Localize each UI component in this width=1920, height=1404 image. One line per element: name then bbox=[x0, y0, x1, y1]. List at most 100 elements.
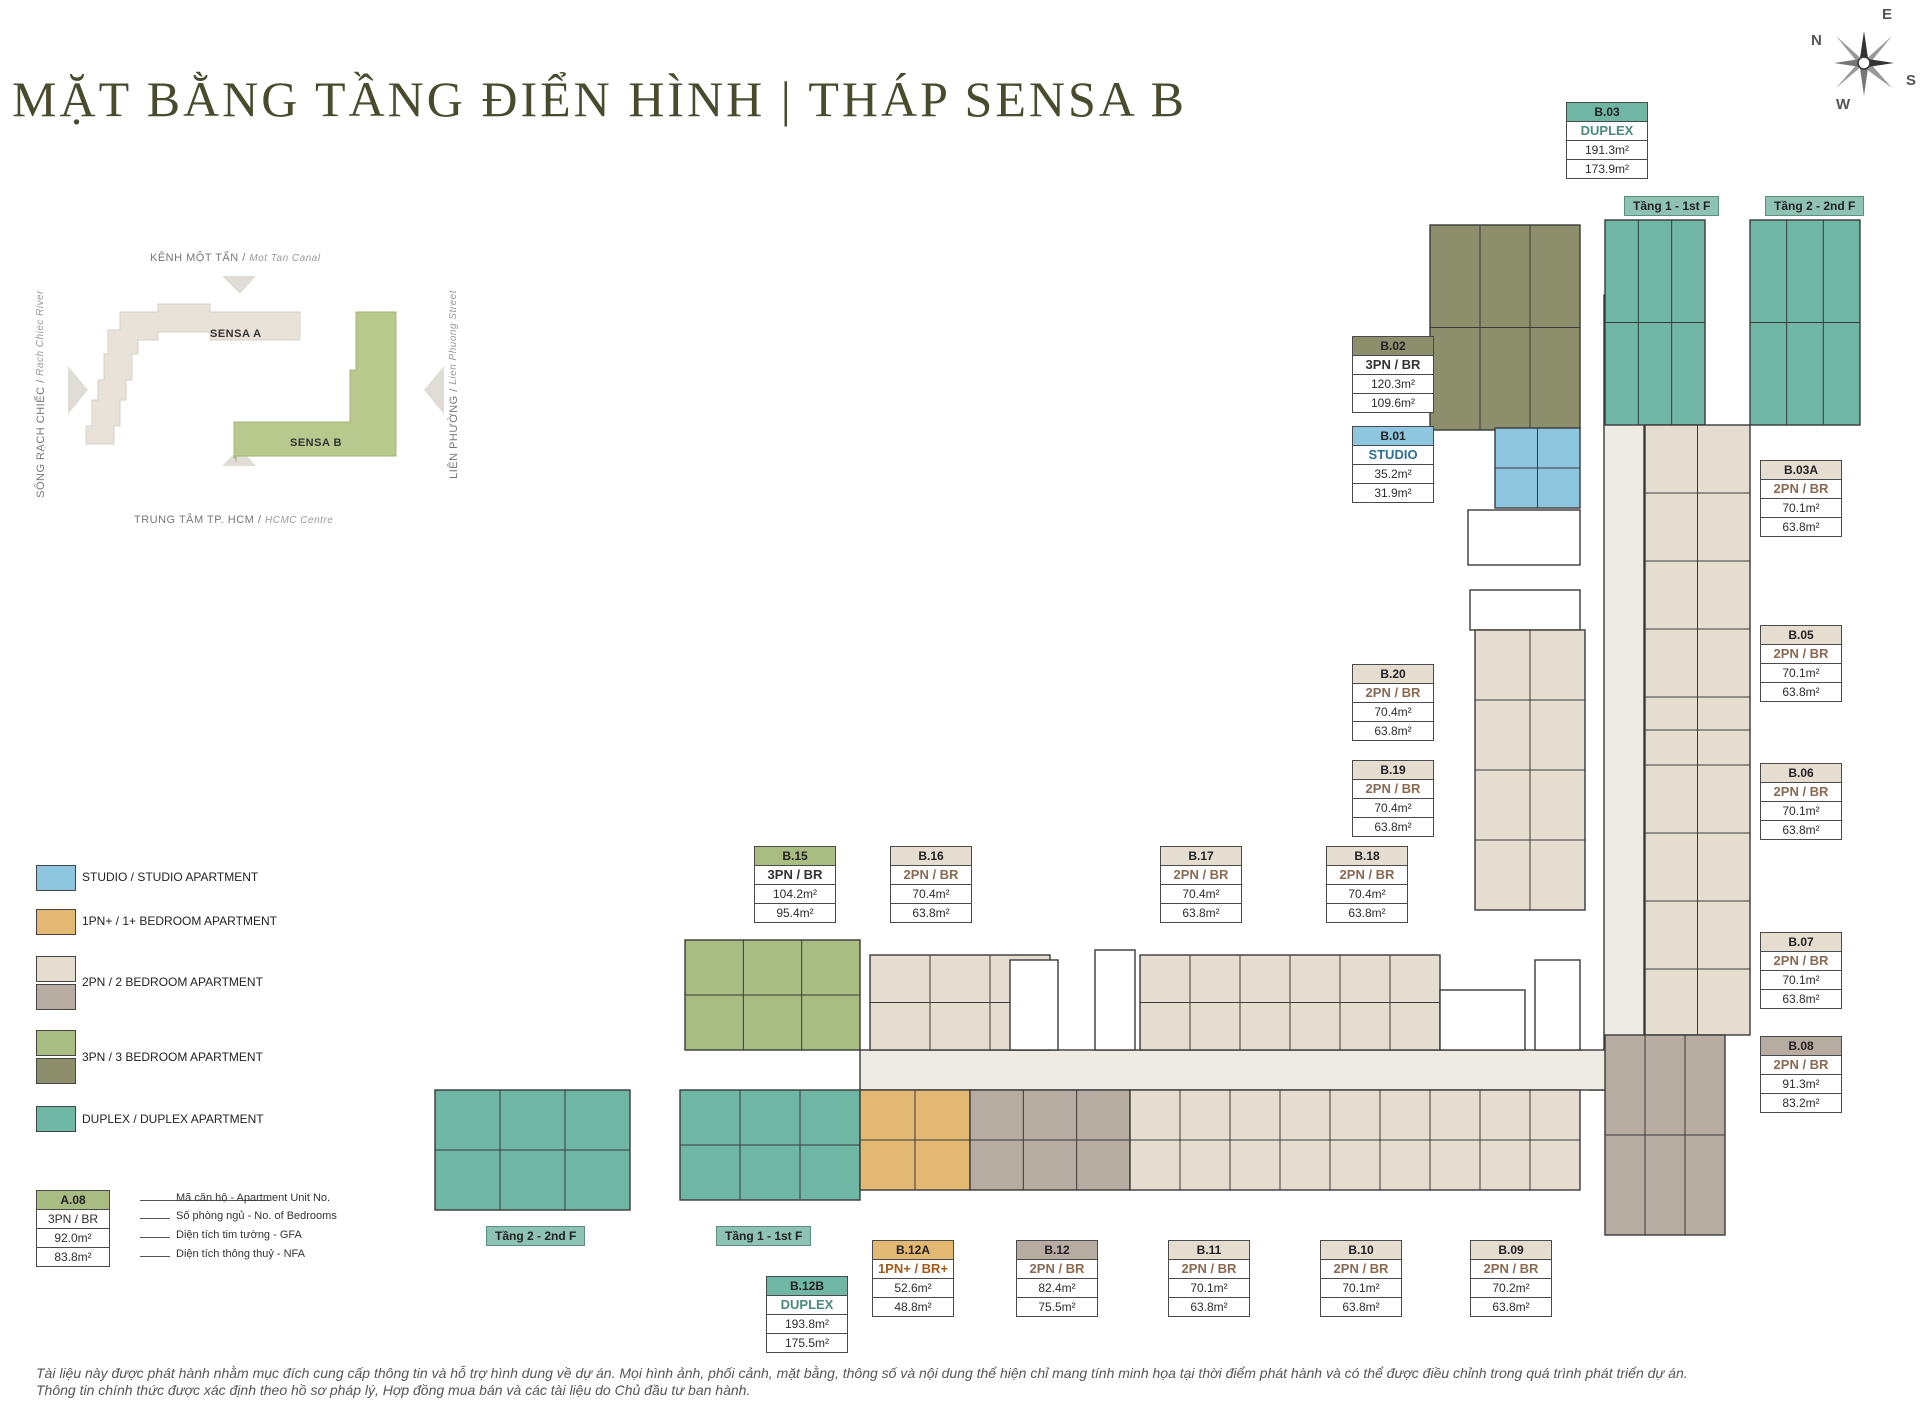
legend-swatch-2br-dark bbox=[36, 984, 76, 1010]
key-line-gfa: Diện tích tim tường - GFA bbox=[176, 1229, 302, 1241]
unit-code: B.11 bbox=[1169, 1241, 1249, 1259]
unit-type: STUDIO bbox=[1353, 445, 1433, 464]
unit-gfa: 104.2m² bbox=[755, 884, 835, 903]
b12b-floor1-label: Tầng 1 - 1st F bbox=[716, 1226, 812, 1246]
unit-gfa: 70.1m² bbox=[1761, 498, 1841, 517]
site-label-left: SÔNG RẠCH CHIẾC / Rach Chiec River bbox=[35, 290, 47, 498]
unit-type: 2PN / BR bbox=[1321, 1259, 1401, 1278]
unit-b08 bbox=[1604, 1034, 1726, 1236]
page-title: MẶT BẰNG TẦNG ĐIỂN HÌNH | THÁP SENSA B bbox=[12, 71, 1188, 127]
key-rule bbox=[140, 1200, 270, 1201]
unit-gfa: 70.4m² bbox=[1327, 884, 1407, 903]
legend-swatch-3br-dark bbox=[36, 1058, 76, 1084]
key-rule bbox=[140, 1218, 170, 1219]
disclaimer-line-1: Tài liệu này được phát hành nhằm mục đíc… bbox=[36, 1365, 1688, 1381]
unit-nfa: 63.8m² bbox=[1761, 820, 1841, 839]
unit-nfa: 63.8m² bbox=[1353, 721, 1433, 740]
unit-type: 2PN / BR bbox=[1761, 479, 1841, 498]
unit-code: B.08 bbox=[1761, 1037, 1841, 1055]
key-sample-gfa: 92.0m² bbox=[37, 1228, 109, 1247]
unit-b12a bbox=[859, 1089, 971, 1191]
unit-type: 1PN+ / BR+ bbox=[873, 1259, 953, 1278]
legend-label-3br: 3PN / 3 BEDROOM APARTMENT bbox=[82, 1050, 263, 1064]
unit-b01 bbox=[1494, 427, 1581, 509]
disclaimer: Tài liệu này được phát hành nhằm mục đíc… bbox=[36, 1365, 1886, 1399]
unit-nfa: 75.5m² bbox=[1017, 1297, 1097, 1316]
unit-b12 bbox=[969, 1089, 1131, 1191]
unit-right-column bbox=[1644, 424, 1751, 1036]
unit-type: 2PN / BR bbox=[1161, 865, 1241, 884]
unit-type: 2PN / BR bbox=[1017, 1259, 1097, 1278]
legend-label-1br: 1PN+ / 1+ BEDROOM APARTMENT bbox=[82, 914, 277, 928]
legend-swatch-3br-light bbox=[36, 1030, 76, 1056]
unit-gfa: 70.4m² bbox=[891, 884, 971, 903]
unit-nfa: 83.2m² bbox=[1761, 1093, 1841, 1112]
unit-type: 2PN / BR bbox=[1761, 1055, 1841, 1074]
unit-nfa: 63.8m² bbox=[1321, 1297, 1401, 1316]
unit-type: 2PN / BR bbox=[1169, 1259, 1249, 1278]
b03-floor2-label: Tầng 2 - 2nd F bbox=[1765, 196, 1865, 216]
unit-nfa: 173.9m² bbox=[1567, 159, 1647, 178]
elevator-core bbox=[1469, 589, 1581, 631]
legend-swatch-2br-light bbox=[36, 956, 76, 982]
unit-b16 bbox=[869, 954, 1051, 1051]
unit-nfa: 109.6m² bbox=[1353, 393, 1433, 412]
b12b-floor2-label: Tầng 2 - 2nd F bbox=[486, 1226, 586, 1246]
unit-b03-floor1 bbox=[1604, 219, 1706, 426]
unit-nfa: 48.8m² bbox=[873, 1297, 953, 1316]
unit-nfa: 31.9m² bbox=[1353, 483, 1433, 502]
service-core bbox=[1439, 989, 1526, 1051]
unit-code: B.05 bbox=[1761, 626, 1841, 644]
unit-b12b-floor2 bbox=[434, 1089, 631, 1211]
unit-gfa: 70.1m² bbox=[1761, 663, 1841, 682]
unit-type: 2PN / BR bbox=[1327, 865, 1407, 884]
unit-gfa: 191.3m² bbox=[1567, 140, 1647, 159]
legend-label-duplex: DUPLEX / DUPLEX APARTMENT bbox=[82, 1112, 264, 1126]
site-map-graphic bbox=[68, 276, 444, 466]
unit-gfa: 82.4m² bbox=[1017, 1278, 1097, 1297]
corridor-vertical bbox=[1603, 294, 1645, 1086]
unit-type: 3PN / BR bbox=[1353, 355, 1433, 374]
unit-type: 2PN / BR bbox=[1353, 683, 1433, 702]
key-line-nfa: Diện tích thông thuỷ - NFA bbox=[176, 1248, 306, 1260]
unit-gfa: 35.2m² bbox=[1353, 464, 1433, 483]
unit-code: B.18 bbox=[1327, 847, 1407, 865]
unit-type: 2PN / BR bbox=[1471, 1259, 1551, 1278]
unit-type: 2PN / BR bbox=[1761, 782, 1841, 801]
unit-b12b-floor1 bbox=[679, 1089, 861, 1201]
legend-label-2br: 2PN / 2 BEDROOM APARTMENT bbox=[82, 975, 263, 989]
unit-b15 bbox=[684, 939, 861, 1051]
unit-gfa: 120.3m² bbox=[1353, 374, 1433, 393]
unit-nfa: 63.8m² bbox=[1761, 517, 1841, 536]
unit-nfa: 63.8m² bbox=[1761, 682, 1841, 701]
unit-code: B.12A bbox=[873, 1241, 953, 1259]
key-sample-nfa: 83.8m² bbox=[37, 1247, 109, 1266]
unit-gfa: 70.1m² bbox=[1321, 1278, 1401, 1297]
legend-label-studio: STUDIO / STUDIO APARTMENT bbox=[82, 870, 259, 884]
compass-south: S bbox=[1906, 72, 1917, 89]
unit-gfa: 70.1m² bbox=[1169, 1278, 1249, 1297]
unit-nfa: 63.8m² bbox=[891, 903, 971, 922]
unit-type: 2PN / BR bbox=[1761, 951, 1841, 970]
unit-b17-b18 bbox=[1139, 954, 1441, 1051]
key-rule bbox=[140, 1256, 170, 1257]
unit-b11-b10-b09 bbox=[1129, 1089, 1581, 1191]
unit-code: B.20 bbox=[1353, 665, 1433, 683]
unit-code: B.03 bbox=[1567, 103, 1647, 121]
tower-a-label: SENSA A bbox=[210, 328, 262, 340]
compass-north: N bbox=[1811, 32, 1822, 49]
legend-swatch-1br bbox=[36, 909, 76, 935]
unit-nfa: 95.4m² bbox=[755, 903, 835, 922]
unit-gfa: 70.4m² bbox=[1161, 884, 1241, 903]
key-sample-box: A.08 3PN / BR 92.0m² 83.8m² bbox=[36, 1190, 110, 1267]
